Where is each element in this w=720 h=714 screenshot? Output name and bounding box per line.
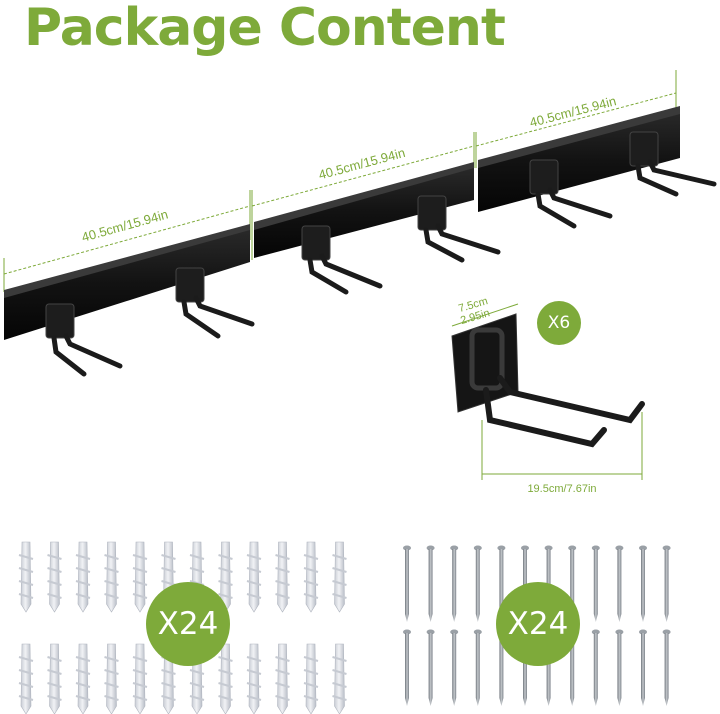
wall-anchors: [18, 541, 347, 714]
wall-anchor: [218, 643, 233, 714]
screw: [403, 629, 411, 706]
screw: [615, 629, 624, 706]
rail-length-label: 40.5cm/15.94in: [317, 145, 407, 182]
dim-line-2: [251, 145, 475, 207]
hook-arm: [483, 387, 607, 448]
wall-anchor: [104, 541, 119, 613]
screw: [591, 545, 600, 622]
wall-anchor: [47, 541, 62, 613]
rail-hook: [175, 267, 255, 339]
anchor-quantity-badge: X24: [146, 582, 230, 666]
wall-anchor: [132, 541, 148, 613]
screw: [403, 545, 411, 622]
screw: [639, 629, 647, 706]
screw: [591, 629, 600, 706]
wall-anchor: [275, 541, 290, 613]
wall-anchor: [246, 643, 262, 714]
screw: [615, 545, 624, 622]
rail-hook: [417, 195, 501, 263]
screw: [426, 629, 435, 706]
wall-anchor: [132, 643, 148, 714]
rail-dimension-lines: [3, 70, 677, 292]
rail-length-label: 40.5cm/15.94in: [80, 207, 170, 245]
wall-anchor: [75, 643, 91, 714]
rail-hook: [301, 225, 383, 295]
screw: [639, 545, 647, 622]
rail-hook: [629, 131, 717, 197]
screw: [473, 545, 482, 622]
dim-line-3: [475, 92, 677, 147]
dim-line-1: [3, 205, 251, 275]
wall-anchor: [18, 643, 34, 714]
wall-anchor: [303, 541, 319, 613]
wall-anchor: [332, 643, 347, 714]
wall-anchor: [218, 541, 233, 613]
wall-anchor: [332, 541, 347, 613]
hook-detail: [451, 303, 645, 480]
page-title: Package Content: [24, 0, 506, 58]
rail-hook: [529, 159, 613, 229]
hook-arm: [497, 375, 645, 424]
wall-anchor: [303, 643, 319, 714]
screw: [450, 629, 459, 706]
rail-top-lip: [478, 106, 680, 168]
hook-height-line: [451, 303, 519, 327]
wall-anchor: [104, 643, 119, 714]
screw: [450, 545, 459, 622]
rail-hook: [45, 303, 123, 377]
screw: [473, 629, 482, 706]
screw: [426, 545, 435, 622]
rail-hooks: [45, 131, 717, 377]
rail-top-lip: [254, 162, 474, 230]
screw: [662, 629, 671, 706]
rail-top-lip: [4, 224, 250, 298]
wall-anchor: [275, 643, 290, 714]
screw: [662, 545, 671, 622]
screw-quantity-badge: X24: [496, 582, 580, 666]
wall-anchor: [18, 541, 34, 613]
hook-quantity-badge: X6: [537, 301, 581, 345]
wall-anchor: [246, 541, 262, 613]
hook-length-label: 19.5cm/7.67in: [527, 483, 596, 495]
wall-anchor: [75, 541, 91, 613]
wall-anchor: [47, 643, 62, 714]
